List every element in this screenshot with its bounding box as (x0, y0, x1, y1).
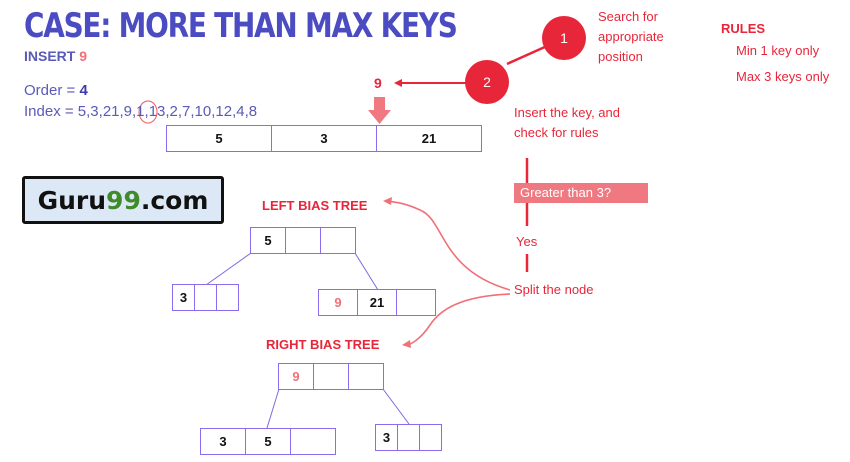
node-cell: 3 (272, 126, 377, 151)
main-node: 5 3 21 (166, 125, 482, 152)
rule-item: Max 3 keys only (736, 69, 830, 84)
rule-item: Min 1 key only (736, 43, 820, 58)
tree-edge (354, 252, 379, 291)
node-cell: 3 (376, 425, 398, 450)
action-text: Split the node (514, 282, 594, 297)
step-1-text: Search for appropriate position (598, 7, 664, 67)
step-2-line: Insert the key, and (514, 105, 620, 120)
logo-suffix: .com (140, 185, 209, 215)
right-bias-tree-label: RIGHT BIAS TREE (266, 337, 380, 352)
index-line: Index = 5,3,21,9,1,13,2,7,10,12,4,8 (24, 103, 257, 120)
condition-box: Greater than 3? (514, 183, 648, 203)
step-1-line: Search for (598, 9, 658, 24)
node-cell (349, 364, 383, 389)
split-arrow-left-bias (385, 200, 511, 291)
insert-heading-value: 9 (79, 48, 88, 64)
node-cell: 21 (421, 131, 437, 146)
step-1-line: position (598, 49, 643, 64)
node-cell: 5 (246, 429, 291, 454)
page-title: CASE: MORE THAN MAX KEYS (24, 6, 458, 46)
step-2-text: Insert the key, and check for rules (514, 103, 620, 143)
order-value: 4 (79, 82, 88, 99)
node-cell (195, 285, 217, 310)
logo-highlight: 99 (106, 185, 141, 215)
split-arrow-left-head (383, 197, 392, 205)
condition-answer: Yes (516, 234, 538, 249)
node-cell: 9 (319, 290, 358, 315)
left-tree-root: 5 (250, 227, 356, 254)
step-connector (506, 44, 548, 66)
split-arrow-right-bias (405, 293, 511, 346)
rules-list: Min 1 key only Max 3 keys only (736, 38, 829, 90)
right-tree-left-child: 3 5 (200, 428, 336, 455)
node-cell: 5 (167, 126, 272, 151)
left-tree-left-child: 3 (172, 284, 239, 311)
tree-edge (205, 252, 252, 286)
rules-title: RULES (721, 21, 766, 36)
node-cell (420, 425, 441, 450)
node-cell: 3 (201, 429, 246, 454)
order-line: Order = 4 (24, 82, 88, 99)
node-cell: 21 (358, 290, 397, 315)
index-highlight-circle (138, 100, 158, 124)
tree-edge (382, 388, 410, 425)
node-cell (286, 228, 321, 253)
index-label: Index = (24, 103, 78, 120)
left-bias-tree-label: LEFT BIAS TREE (262, 198, 368, 213)
split-arrow-right-head (402, 340, 411, 348)
node-cell (398, 425, 420, 450)
right-tree-root: 9 (278, 363, 384, 390)
node-cell (217, 285, 238, 310)
step-1-line: appropriate (598, 29, 664, 44)
insert-key: 9 (374, 75, 382, 91)
step-2-badge: 2 (465, 60, 509, 104)
down-arrow-icon (368, 110, 391, 124)
order-label: Order = (24, 82, 80, 99)
step-2-line: check for rules (514, 125, 599, 140)
node-cell (397, 290, 435, 315)
insert-heading: INSERT 9 (24, 48, 87, 64)
node-cell: 9 (279, 364, 314, 389)
tree-edge (266, 388, 280, 429)
index-values: 5,3,21,9,1,13,2,7,10,12,4,8 (77, 103, 258, 120)
insert-arrow-head (394, 79, 402, 87)
node-cell (321, 228, 355, 253)
step-1-badge: 1 (542, 16, 586, 60)
down-arrow-shaft (374, 97, 385, 111)
right-tree-right-child: 3 (375, 424, 442, 451)
node-cell: 5 (251, 228, 286, 253)
node-cell: 3 (173, 285, 195, 310)
insert-heading-label: INSERT (24, 48, 80, 64)
node-cell (314, 364, 349, 389)
logo-prefix: Guru (37, 185, 107, 215)
left-tree-right-child: 9 21 (318, 289, 436, 316)
node-cell (291, 429, 335, 454)
